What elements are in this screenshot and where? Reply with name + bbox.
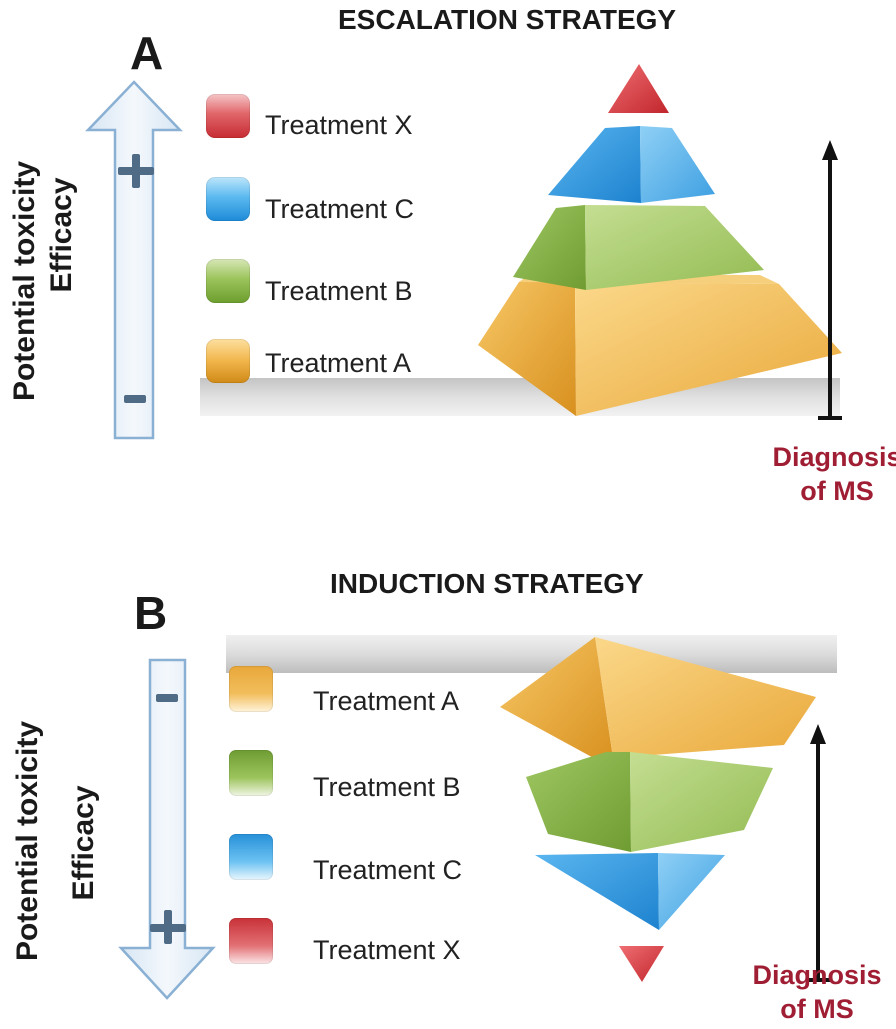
axis-arrow-a [85,80,183,440]
axis-label-toxicity-b: Potential toxicity [11,720,44,962]
legend-label: Treatment A [313,686,460,716]
swatch-treatment-a [229,666,273,712]
legend-label: Treatment B [313,772,461,802]
diagnosis-arrow-b [806,724,830,982]
legend-label: Treatment C [313,855,463,885]
pyramid-escalation [478,64,842,416]
diagnosis-line1: Diagnosis [772,442,896,472]
axis-label-efficacy-b: Efficacy [67,785,100,901]
minus-icon [156,694,178,702]
legend-label: Treatment C [265,194,415,224]
panel-letter-b: B [134,587,168,639]
plus-icon [118,154,154,188]
legend-label: Treatment A [265,348,412,378]
swatch-treatment-b [206,259,250,303]
swatch-treatment-a [206,339,250,383]
swatch-treatment-b [229,750,273,796]
legend-label: Treatment X [313,935,461,965]
shelf-b [226,635,837,673]
axis-label-efficacy-a: Efficacy [45,177,78,293]
swatch-treatment-x [229,918,273,964]
panel-title-a: ESCALATION STRATEGY [338,4,677,35]
axis-arrow-b [118,658,216,1000]
diagnosis-arrow-a [818,140,842,420]
diagnosis-line2: of MS [800,476,874,506]
pyramid-induction [500,637,816,982]
swatch-treatment-x [206,94,250,138]
diagnosis-label-a: Diagnosis of MS [772,440,896,508]
minus-icon [124,395,146,403]
diagnosis-label-b: Diagnosis of MS [752,958,882,1026]
panel-letter-a: A [130,27,164,79]
swatch-treatment-c [206,177,250,221]
diagnosis-line2: of MS [780,994,854,1024]
shelf-a [200,378,840,416]
axis-label-toxicity-a: Potential toxicity [8,160,41,402]
plus-icon [150,910,186,944]
swatch-treatment-c [229,834,273,880]
legend-label: Treatment X [265,110,413,140]
diagnosis-line1: Diagnosis [752,960,882,990]
legend-label: Treatment B [265,276,413,306]
panel-title-b: INDUCTION STRATEGY [330,568,644,599]
